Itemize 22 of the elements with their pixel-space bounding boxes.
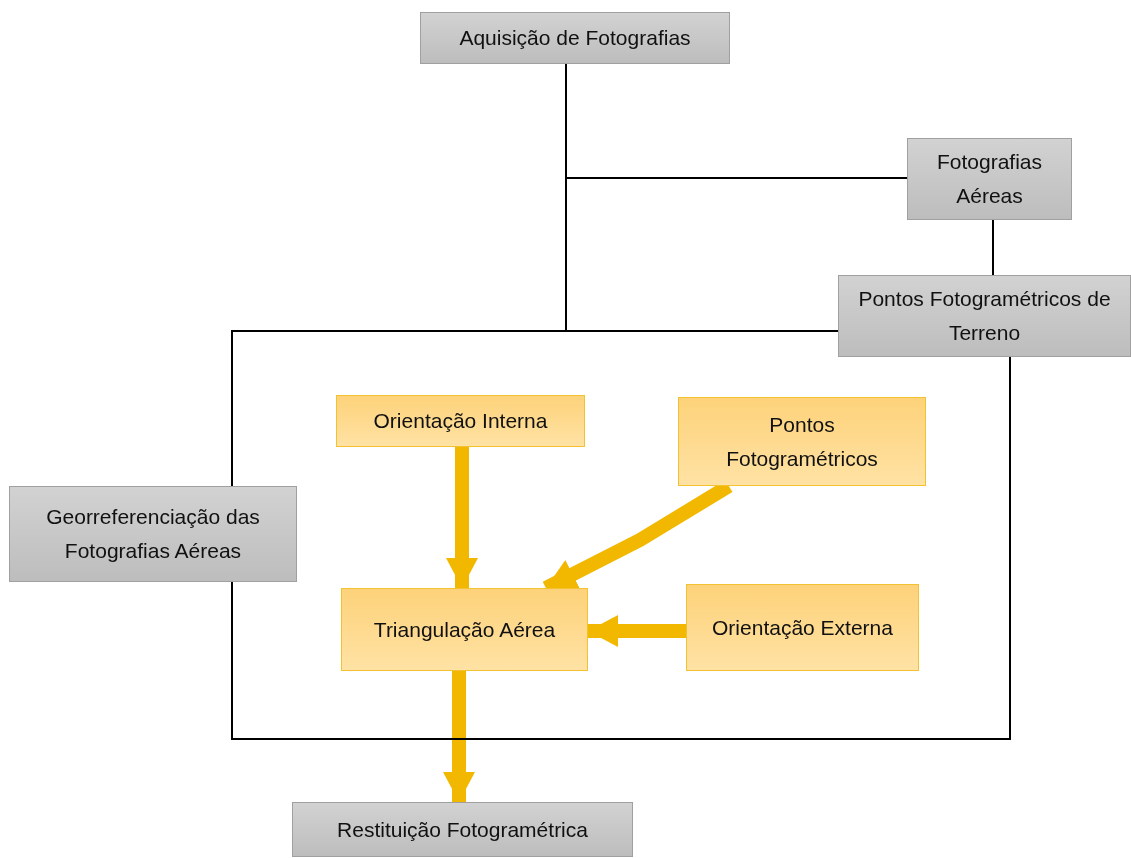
connector-line [992,219,994,276]
process-box [341,588,588,671]
box-label: Pontos Fotogramétricos [725,411,879,472]
box-label: Orientação Externa [711,614,894,641]
box-label: Restituição Fotogramétrica [336,816,589,843]
box-label: Orientação Interna [372,408,549,435]
box-label: Aquisição de Fotografias [458,25,692,52]
block-arrow [446,447,478,588]
process-box [686,584,919,671]
process-box [678,397,926,486]
stage-box [292,802,633,857]
stage-box [838,275,1131,357]
block-arrow [443,671,475,802]
box-label: Georreferenciação das Fotografias Aéreas [45,504,261,564]
stage-box [9,486,297,582]
block-arrow [588,615,686,647]
box-label: Pontos Fotogramétricos de Terreno [857,286,1112,346]
box-label: Triangulação Aérea [372,616,557,643]
box-label: Fotografias Aéreas [935,149,1044,209]
process-box [336,395,585,447]
stage-box [907,138,1072,220]
stage-box [420,12,730,64]
